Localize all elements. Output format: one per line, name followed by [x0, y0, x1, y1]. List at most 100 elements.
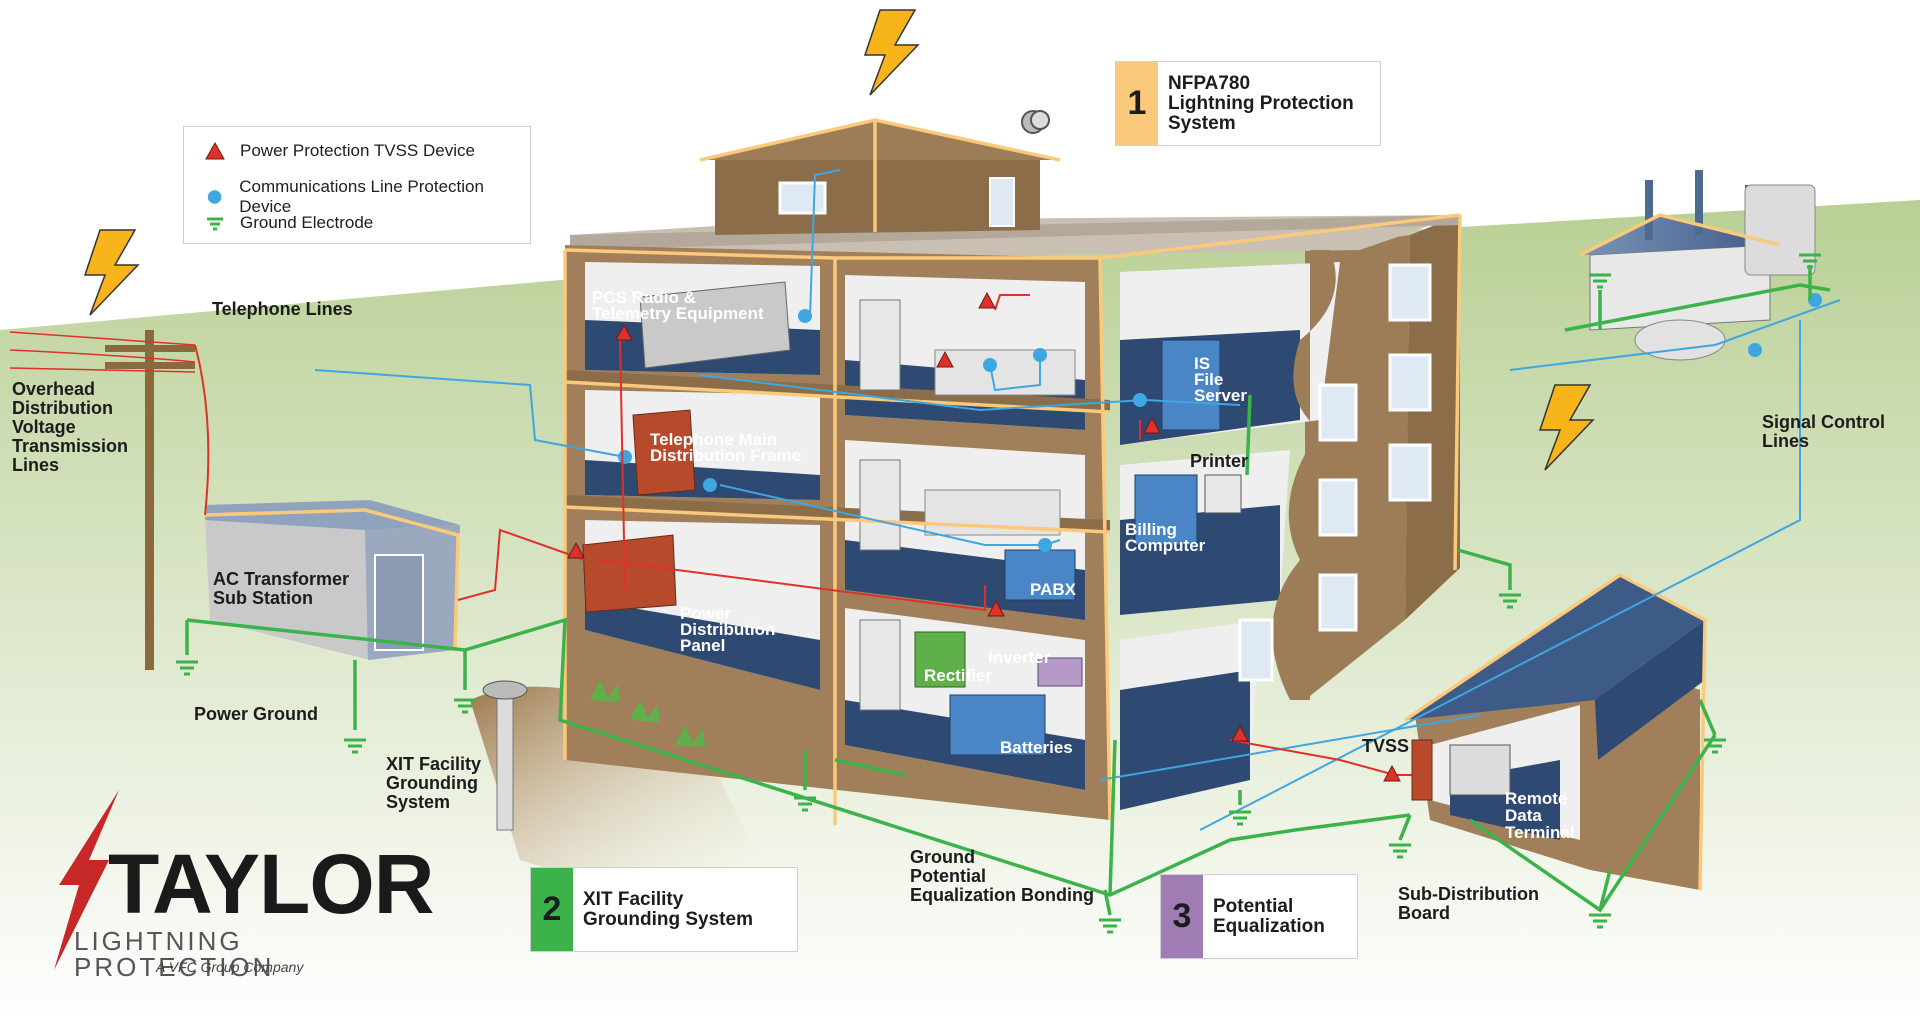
- label-inverter: Inverter: [988, 648, 1051, 667]
- power-tvss-devices: [567, 291, 1401, 782]
- callout-potential-equalization: 3 Potential Equalization: [1160, 874, 1358, 959]
- callout-number: 1: [1116, 62, 1158, 145]
- ground-electrode-icon-8: [1589, 913, 1611, 929]
- label-billing: Billing Computer: [1125, 520, 1206, 555]
- legend-item-ground: Ground Electrode: [204, 213, 373, 233]
- label-power-ground: Power Ground: [194, 704, 319, 724]
- legend-item-comm: Communications Line Protection Device: [204, 177, 530, 217]
- label-pabx: PABX: [1030, 580, 1076, 599]
- taylor-logo: TAYLOR LIGHTNING PROTECTION A VFC Group …: [34, 790, 434, 982]
- ground-electrode-icon-9: [1704, 738, 1726, 754]
- red-triangle-icon: [205, 141, 225, 160]
- label-transformer: AC Transformer Sub Station: [213, 569, 350, 608]
- legend-label: Ground Electrode: [240, 213, 374, 232]
- callout-number: 2: [531, 868, 573, 951]
- remote-terminal-unit: [1449, 744, 1511, 796]
- rectifier-unit: [914, 631, 966, 688]
- overhead-lines: [9, 331, 196, 373]
- logo-wordmark: TAYLOR: [108, 837, 434, 931]
- label-batteries: Batteries: [1000, 738, 1073, 757]
- logo-subtitle: LIGHTNING PROTECTION: [74, 926, 275, 982]
- label-telephone-lines: Telephone Lines: [212, 299, 353, 319]
- label-remote-terminal: Remote Data Terminal: [1505, 789, 1575, 842]
- ground-electrode-icon-11: [1589, 273, 1611, 289]
- comm-device-5: [1033, 348, 1047, 362]
- legend-label: Power Protection TVSS Device: [240, 141, 475, 160]
- power-lines: [194, 294, 1412, 776]
- tvss-device-8: [1383, 764, 1401, 782]
- label-sub-distribution: Sub-Distribution Board: [1398, 884, 1539, 923]
- label-rectifier: Rectifier: [924, 666, 993, 685]
- comm-device-6: [1133, 393, 1147, 407]
- label-is-server: IS File Server: [1194, 354, 1247, 405]
- logo-bolt-icon: [54, 790, 119, 970]
- tvss-device-5: [1143, 416, 1161, 434]
- callout-text: Potential Equalization: [1213, 895, 1325, 937]
- power-panel-cabinet: [582, 534, 677, 613]
- lightning-bolt-right-icon: [1538, 384, 1595, 471]
- pabx-unit: [1004, 549, 1076, 601]
- lightning-bolt-left-icon: [83, 229, 140, 316]
- comm-device-9: [1748, 343, 1762, 357]
- ground-electrode-icon: [207, 217, 223, 231]
- ground-electrode-icon-4: [794, 796, 816, 812]
- ground-electrode-icon-1: [176, 660, 198, 676]
- callout-text: NFPA780 Lightning Protection System: [1168, 72, 1354, 134]
- ground-electrode-icon-10: [1499, 593, 1521, 609]
- label-xit-grounding: XIT Facility Grounding System: [386, 754, 482, 812]
- callout-number: 3: [1161, 875, 1203, 958]
- batteries-unit: [949, 694, 1046, 756]
- legend: Power Protection TVSS Device Communicati…: [183, 126, 531, 244]
- legend-label: Communications Line Protection Device: [239, 177, 484, 216]
- transformer-building: [205, 500, 460, 660]
- tvss-device-6: [987, 599, 1005, 617]
- legend-item-tvss: Power Protection TVSS Device: [204, 141, 475, 161]
- tvss-device-7: [1231, 724, 1249, 742]
- ground-electrode-icon-2: [454, 698, 476, 714]
- callout-text: XIT Facility Grounding System: [583, 888, 753, 930]
- desk-workstation: [934, 349, 1076, 396]
- comm-device-7: [1038, 538, 1052, 552]
- label-pcs-radio: PCS Radio & Telemetry Equipment: [592, 288, 764, 323]
- printer-unit: [1204, 474, 1242, 514]
- ground-electrode-icon-3: [344, 738, 366, 754]
- lightning-protection-conductors: [204, 118, 1781, 891]
- inverter-unit: [1037, 657, 1083, 687]
- tvss-device-1: [615, 323, 633, 341]
- ground-electrode-icon-12: [1799, 253, 1821, 269]
- lightning-bolt-top-icon: [863, 9, 920, 96]
- label-printer: Printer: [1190, 451, 1249, 471]
- xit-grounding-rod: [482, 680, 528, 831]
- label-telephone-frame: Telephone Main Distribution Frame: [650, 430, 802, 465]
- industrial-plant: [1580, 170, 1816, 361]
- utility-pole: [105, 330, 195, 670]
- tvss-device-4: [936, 350, 954, 368]
- blue-dot-icon: [207, 190, 222, 204]
- comm-device-1: [798, 309, 812, 323]
- ground-electrodes: [176, 253, 1821, 934]
- tvss-device-3: [978, 291, 996, 309]
- grounding-system: [185, 265, 1831, 916]
- callout-lightning-protection: 1 NFPA780 Lightning Protection System: [1115, 61, 1381, 146]
- equipment: [582, 281, 1242, 756]
- label-signal-control: Signal Control Lines: [1762, 412, 1885, 451]
- label-power-panel: Power Distribution Panel: [680, 604, 776, 655]
- sub-distribution-board-unit: [1411, 739, 1433, 801]
- ground-electrode-icon-7: [1389, 843, 1411, 859]
- plants: [590, 680, 705, 747]
- ground-electrode-icon-5: [1099, 918, 1121, 934]
- label-overhead-lines: Overhead Distribution Voltage Transmissi…: [12, 379, 129, 475]
- penthouse: [715, 160, 1040, 235]
- pcs-radio-cabinet: [639, 281, 791, 369]
- server-rack: [1161, 339, 1221, 431]
- tvss-device-2: [567, 541, 585, 559]
- telephone-frame-cabinet: [632, 409, 696, 496]
- ground-electrode-icon-6: [1229, 810, 1251, 826]
- communication-lines: [314, 169, 1841, 831]
- comm-device-2: [618, 450, 632, 464]
- label-ground-potential: Ground Potential Equalization Bonding: [910, 847, 1094, 905]
- comm-device-3: [703, 478, 717, 492]
- callout-xit-grounding: 2 XIT Facility Grounding System: [530, 867, 798, 952]
- billing-computer-unit: [1134, 474, 1198, 546]
